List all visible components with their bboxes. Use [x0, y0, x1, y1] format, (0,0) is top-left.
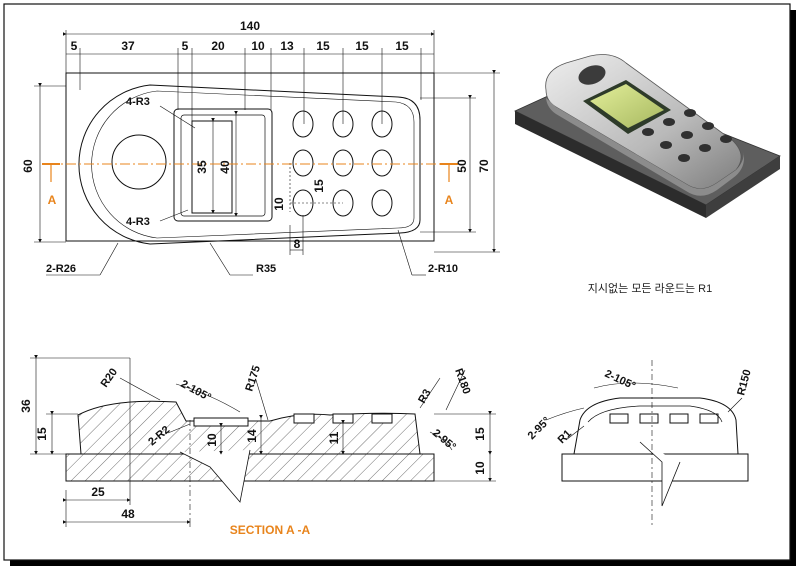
isometric-view: [514, 54, 781, 218]
section-title: SECTION A -A: [230, 523, 311, 537]
dim-key-offset: 13: [280, 39, 294, 53]
dim-key-row-pitch: 15: [312, 179, 326, 193]
key-3d: [642, 128, 654, 136]
dim-screen-height: 35: [195, 160, 209, 174]
section-dimension-lines: [30, 355, 496, 527]
phone-body-outline: [78, 84, 421, 245]
end-view-break-line: [639, 441, 681, 507]
key-3d: [681, 131, 693, 139]
speaker-hole-3d: [578, 65, 606, 85]
key-3d: [699, 144, 711, 152]
key-hole: [371, 149, 393, 177]
dim-section-key-depth: 11: [327, 431, 341, 444]
end-view-key-cavity: [639, 413, 659, 424]
section-break-line: [179, 449, 251, 503]
section-key-cavity: [293, 413, 315, 424]
key-3d: [663, 118, 675, 126]
key-hole: [371, 189, 393, 217]
end-view-key-cavity: [669, 413, 689, 424]
dim-key-height: 10: [272, 197, 286, 211]
callout-r35: R35: [256, 263, 276, 275]
dim-overall-length: 140: [240, 19, 260, 33]
top-dimension-lines: [34, 30, 500, 255]
dim-screen-wall: 5: [182, 39, 189, 53]
key-hole: [292, 110, 314, 138]
dim-plate-width: 70: [477, 159, 491, 173]
screen-lcd-3d: [590, 84, 664, 128]
general-note: 지시없는 모든 라운드는 R1: [588, 282, 712, 295]
base-plate-outline: [65, 72, 435, 242]
screen-pocket-mid: [180, 114, 266, 217]
base-plate-front: [515, 111, 706, 218]
dim-key-width: 8: [294, 237, 301, 251]
callout-2-r10: 2-R10: [428, 263, 458, 275]
dim-key-pitch-3: 15: [395, 39, 409, 53]
dim-section-height: 36: [19, 399, 33, 413]
dim-section-radius-center: 25: [91, 485, 105, 499]
dim-section-plate-thickness: 10: [473, 461, 487, 475]
callout-4-r3-top: 4-R3: [126, 96, 150, 108]
section-label-left: A: [48, 193, 57, 207]
section-view: [30, 355, 496, 527]
section-body: [77, 400, 421, 455]
top-leaders: [46, 105, 426, 276]
dim-screen-width: 20: [211, 39, 225, 53]
phone-body-inner-outline: [91, 90, 415, 239]
dim-key-pitch-1: 15: [316, 39, 330, 53]
top-view-labels: 140 5 37 5 20 10 13 15 15 15 60 50 70 35…: [21, 19, 491, 275]
callout-4-r3-bottom: 4-R3: [126, 216, 150, 228]
callout-2-r26: 2-R26: [46, 263, 76, 275]
end-view-top-face: [587, 405, 723, 423]
key-hole: [332, 189, 354, 217]
end-view-leaders: [545, 382, 743, 441]
section-key-cavity: [371, 413, 393, 424]
section-label-right: A: [445, 193, 454, 207]
key-3d: [684, 109, 696, 117]
section-key-cavity: [332, 413, 354, 424]
dim-section-break-offset: 48: [121, 507, 135, 521]
end-view-base-plate: [561, 453, 749, 482]
keypad-3d: [642, 109, 732, 162]
dim-body-width-right: 50: [455, 159, 469, 173]
key-hole: [292, 149, 314, 177]
key-3d: [720, 135, 732, 143]
dim-speaker-to-screen: 37: [121, 39, 135, 53]
base-plate-side: [706, 156, 780, 218]
speaker-hole: [111, 134, 167, 190]
key-3d: [702, 122, 714, 130]
end-view: [545, 360, 749, 525]
end-view-body: [573, 397, 739, 455]
dim-screen-pocket-height: 40: [218, 160, 232, 174]
key-3d: [678, 154, 690, 162]
dim-section-right-body: 15: [473, 427, 487, 441]
section-screen-cavity: [193, 417, 249, 427]
dim-section-body-height: 15: [35, 427, 49, 441]
end-view-key-cavities: [609, 413, 719, 424]
dim-edge-offset: 5: [71, 39, 78, 53]
dim-section-screen-wall: 14: [245, 429, 259, 443]
key-3d: [660, 141, 672, 149]
top-view: [34, 30, 500, 276]
section-base-plate: [65, 453, 435, 482]
key-hole: [332, 149, 354, 177]
dim-screen-gap: 10: [251, 39, 265, 53]
end-view-key-cavity: [699, 413, 719, 424]
end-view-key-cavity: [609, 413, 629, 424]
screen-pocket-outer: [173, 108, 273, 222]
dim-section-screen-depth: 10: [205, 433, 219, 447]
dim-body-width: 60: [21, 159, 35, 173]
dim-key-pitch-2: 15: [355, 39, 369, 53]
